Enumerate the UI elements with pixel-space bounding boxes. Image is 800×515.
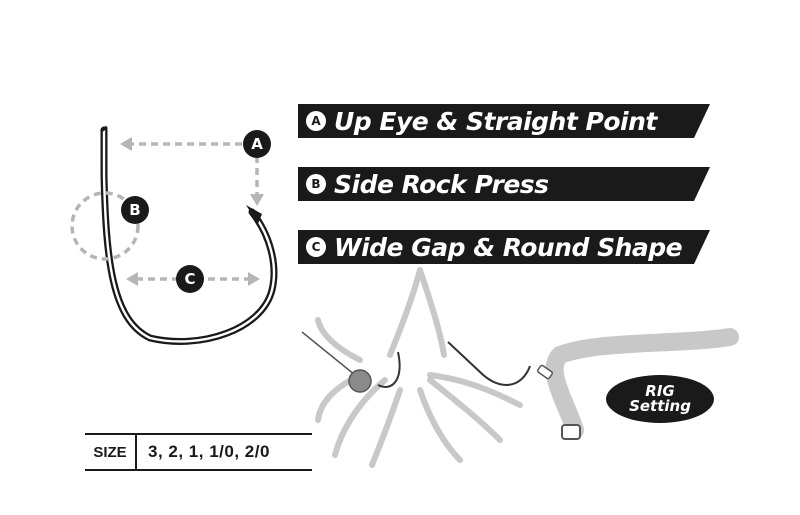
rig-illustration — [315, 267, 523, 468]
feature-banner-c: C Wide Gap & Round Shape — [298, 230, 710, 264]
rig-line — [301, 331, 356, 376]
marker-a: A — [243, 130, 271, 158]
hook-outline — [100, 126, 278, 345]
marker-c: C — [176, 265, 204, 293]
size-table: SIZE 3, 2, 1, 1/0, 2/0 — [85, 433, 312, 471]
feature-banner-a: A Up Eye & Straight Point — [298, 104, 710, 138]
rig-setting-badge: RIG Setting — [606, 375, 714, 423]
sinker — [348, 369, 372, 393]
rig-badge-line2: Setting — [629, 397, 691, 415]
badge-b: B — [306, 174, 326, 194]
size-values: 3, 2, 1, 1/0, 2/0 — [137, 433, 312, 471]
worm-body — [545, 328, 739, 439]
hook-point — [246, 205, 262, 224]
feature-text-a: Up Eye & Straight Point — [334, 106, 657, 136]
feature-text-c: Wide Gap & Round Shape — [334, 232, 683, 262]
feature-banner-b: B Side Rock Press — [298, 167, 710, 201]
rig-hook-2 — [447, 341, 531, 386]
marker-b: B — [121, 196, 149, 224]
hook-inner — [102, 128, 276, 343]
rig-badge-line1: RIG — [645, 382, 675, 400]
size-label: SIZE — [85, 433, 137, 471]
badge-a: A — [306, 111, 326, 131]
worm-tail — [561, 424, 581, 440]
badge-c: C — [306, 237, 326, 257]
feature-text-b: Side Rock Press — [334, 169, 549, 199]
rig-hook-1 — [377, 351, 401, 388]
hook-eye — [100, 125, 108, 133]
rig-stopper — [537, 364, 553, 380]
